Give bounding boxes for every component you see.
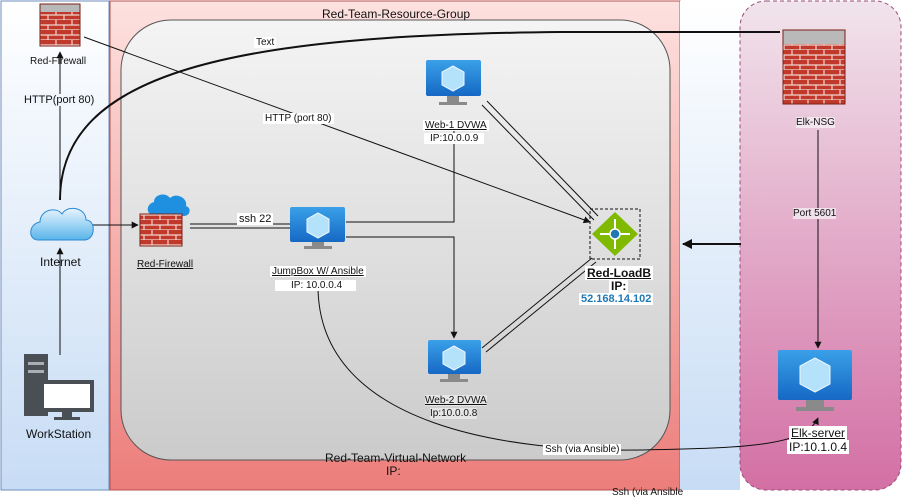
vnet-firewall-label: Red-Firewall [137,259,194,270]
elk-server-ip: IP:10.1.0.4 [787,440,850,454]
web1-to-lb-b [486,100,599,217]
web1-to-lb-a [481,104,595,221]
elk-server-label: Elk-server [789,426,848,440]
resource-group-title: Red-Team-Resource-Group [322,7,471,21]
ssh-ansible-bottom-label: Ssh (via Ansible [612,487,684,498]
load-balancer-icon [589,208,641,260]
port5601-label: Port 5601 [793,208,837,219]
jumpbox-label: JumpBox W/ Ansible [270,266,366,277]
elk-nsg-firewall-icon [782,29,846,105]
internet-cloud-icon [30,207,94,241]
middle-gap-panel [680,1,740,490]
loadbalancer-ip: 52.168.14.102 [579,293,654,305]
web2-label: Web-2 DVWA [425,395,487,406]
jumpbox-ip: IP: 10.0.0.4 [275,280,357,291]
vnet-title: Red-Team-Virtual-Network [325,451,467,465]
jumpbox-vm-icon [290,207,345,249]
web2-vm-icon [428,340,481,382]
workstation-label: WorkStation [26,427,92,441]
top-firewall-icon [39,3,81,47]
workstation-icon [24,354,94,420]
vnet-firewall-icon [139,194,190,247]
internet-zone-panel [0,0,110,491]
http-port80-up-label: HTTP(port 80) [24,94,95,106]
text-edge-label: Text [254,37,277,48]
web1-vm-icon [426,60,481,105]
vnet-ip-label: IP: [386,464,401,478]
elk-nsg-label: Elk-NSG [796,117,835,128]
web2-to-lb-a [481,257,593,349]
loadbalancer-ip-label: IP: [609,279,629,293]
ssh-ansible-label: Ssh (via Ansible) [543,444,622,455]
firewall-top-to-loadbalancer-line [83,36,591,224]
http-port80-diag-label: HTTP (port 80) [263,113,334,124]
web1-label: Web-1 DVWA [423,120,489,131]
jumpbox-to-web1-line [346,122,455,223]
internet-label: Internet [40,255,81,269]
virtual-network-container [120,19,671,461]
ssh22-label: ssh 22 [237,213,274,225]
web1-ip: IP:10.0.0.9 [424,133,485,144]
top-firewall-label: Red-Firewall [30,56,87,67]
elk-server-vm-icon [778,350,852,411]
internet-to-elk-nsg-curve [59,31,780,201]
web2-to-lb-b [485,261,597,353]
loadbalancer-label: Red-LoadB [585,266,653,280]
web2-ip: Ip:10.0.0.8 [430,408,478,419]
jumpbox-to-web2-line [346,236,458,339]
